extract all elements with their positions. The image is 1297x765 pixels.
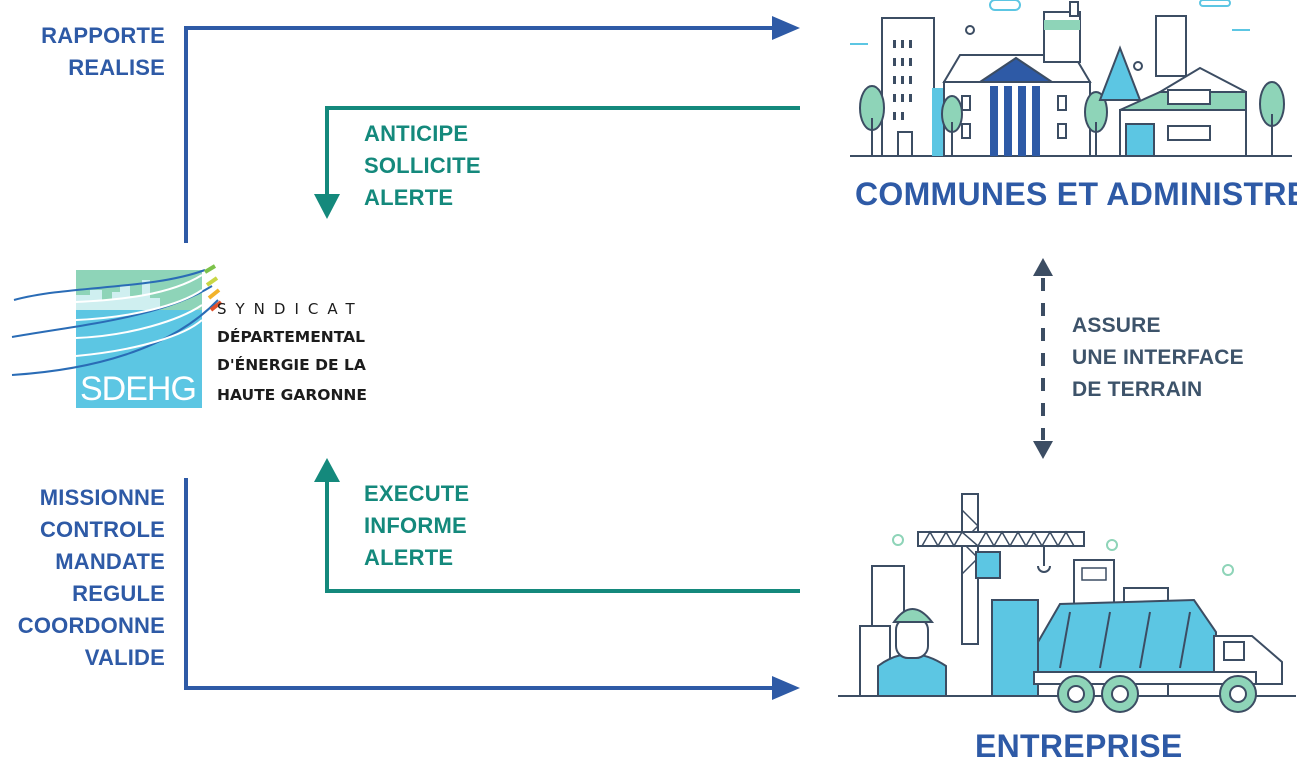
interface-label: ASSURE UNE INTERFACE DE TERRAIN: [1072, 310, 1244, 406]
entreprise-title: ENTREPRISE: [975, 728, 1183, 764]
missionne-label: MISSIONNE CONTROLE MANDATE REGULE COORDO…: [18, 482, 165, 674]
label-line: SOLLICITE: [364, 153, 481, 178]
anticipe-arrowhead: [314, 194, 340, 219]
missionne-connector: [184, 478, 782, 690]
logo-line-haute-garonne: HAUTE GARONNE: [217, 386, 367, 404]
sdehg-logo: [11, 264, 223, 408]
label-line: ALERTE: [364, 545, 454, 570]
interface-arrow-up: [1033, 258, 1053, 276]
label-line: RAPPORTE: [41, 23, 165, 48]
label-line: UNE INTERFACE: [1072, 346, 1244, 369]
logo-line-syndicat: SYNDICAT: [217, 300, 364, 318]
rapporte-arrowhead: [772, 16, 800, 40]
label-line: ASSURE: [1072, 314, 1161, 337]
entreprise-illustration: [838, 493, 1296, 713]
communes-illustration: [850, 0, 1292, 157]
communes-title: COMMUNES ET ADMINISTRES: [855, 176, 1297, 212]
missionne-arrowhead: [772, 676, 800, 700]
label-line: DE TERRAIN: [1072, 378, 1203, 401]
label-line: REALISE: [68, 55, 165, 80]
label-line: ALERTE: [364, 185, 454, 210]
label-line: ANTICIPE: [364, 121, 469, 146]
label-line: MISSIONNE: [39, 485, 165, 510]
rapporte-label: RAPPORTE REALISE: [41, 20, 165, 84]
interface-arrow-down: [1033, 441, 1053, 459]
execute-label: EXECUTE INFORME ALERTE: [364, 478, 469, 574]
label-line: EXECUTE: [364, 481, 470, 506]
label-line: REGULE: [72, 581, 165, 606]
execute-connector: [325, 476, 800, 593]
logo-abbr: SDEHG: [80, 370, 197, 408]
label-line: MANDATE: [55, 549, 165, 574]
execute-arrowhead: [314, 458, 340, 482]
logo-line-energie: D'ÉNERGIE DE LA: [217, 356, 366, 374]
anticipe-label: ANTICIPE SOLLICITE ALERTE: [364, 118, 481, 214]
label-line: INFORME: [364, 513, 467, 538]
logo-line-departemental: DÉPARTEMENTAL: [217, 328, 366, 346]
rapporte-connector: [184, 26, 782, 243]
label-line: CONTROLE: [39, 517, 165, 542]
anticipe-connector: [325, 106, 800, 200]
label-line: COORDONNE: [17, 613, 165, 638]
label-line: VALIDE: [84, 645, 165, 670]
